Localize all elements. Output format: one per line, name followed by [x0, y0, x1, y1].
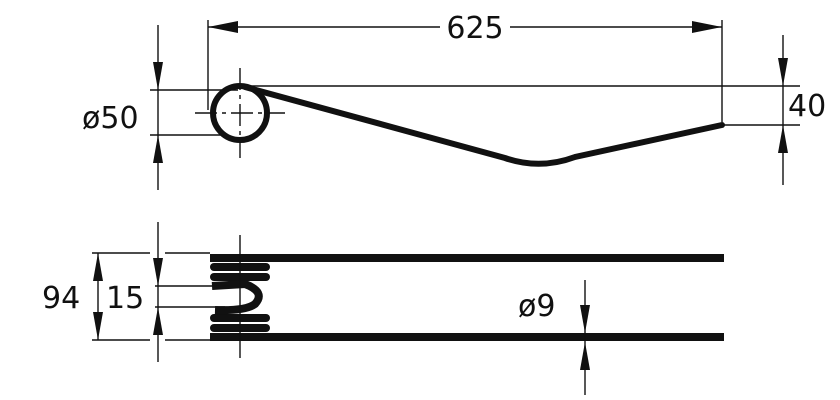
- arrow-up: [153, 135, 163, 163]
- arrow-left: [208, 21, 238, 33]
- wire-diameter-label: ø9: [518, 289, 555, 324]
- spring-eye: [210, 83, 270, 143]
- arrow-down: [580, 305, 590, 333]
- bottom-view: 94 15 ø9: [42, 222, 724, 395]
- width-label: 94: [42, 281, 80, 316]
- arrow-down: [93, 312, 103, 340]
- arrow-down: [153, 258, 163, 286]
- arrow-down: [778, 58, 788, 86]
- arrow-right: [692, 21, 722, 33]
- coil-windings: [210, 263, 270, 332]
- arrow-down: [153, 62, 163, 90]
- tine-profile: [242, 84, 725, 167]
- height-label: 40: [788, 89, 826, 124]
- arrow-up: [778, 125, 788, 153]
- arrow-up: [93, 253, 103, 281]
- top-view: 625 ø50 40: [82, 11, 826, 190]
- arrow-up: [580, 342, 590, 370]
- length-label: 625: [446, 11, 503, 46]
- eye-diameter-label: ø50: [82, 101, 139, 136]
- gap-label: 15: [106, 281, 144, 316]
- arrow-up: [153, 307, 163, 335]
